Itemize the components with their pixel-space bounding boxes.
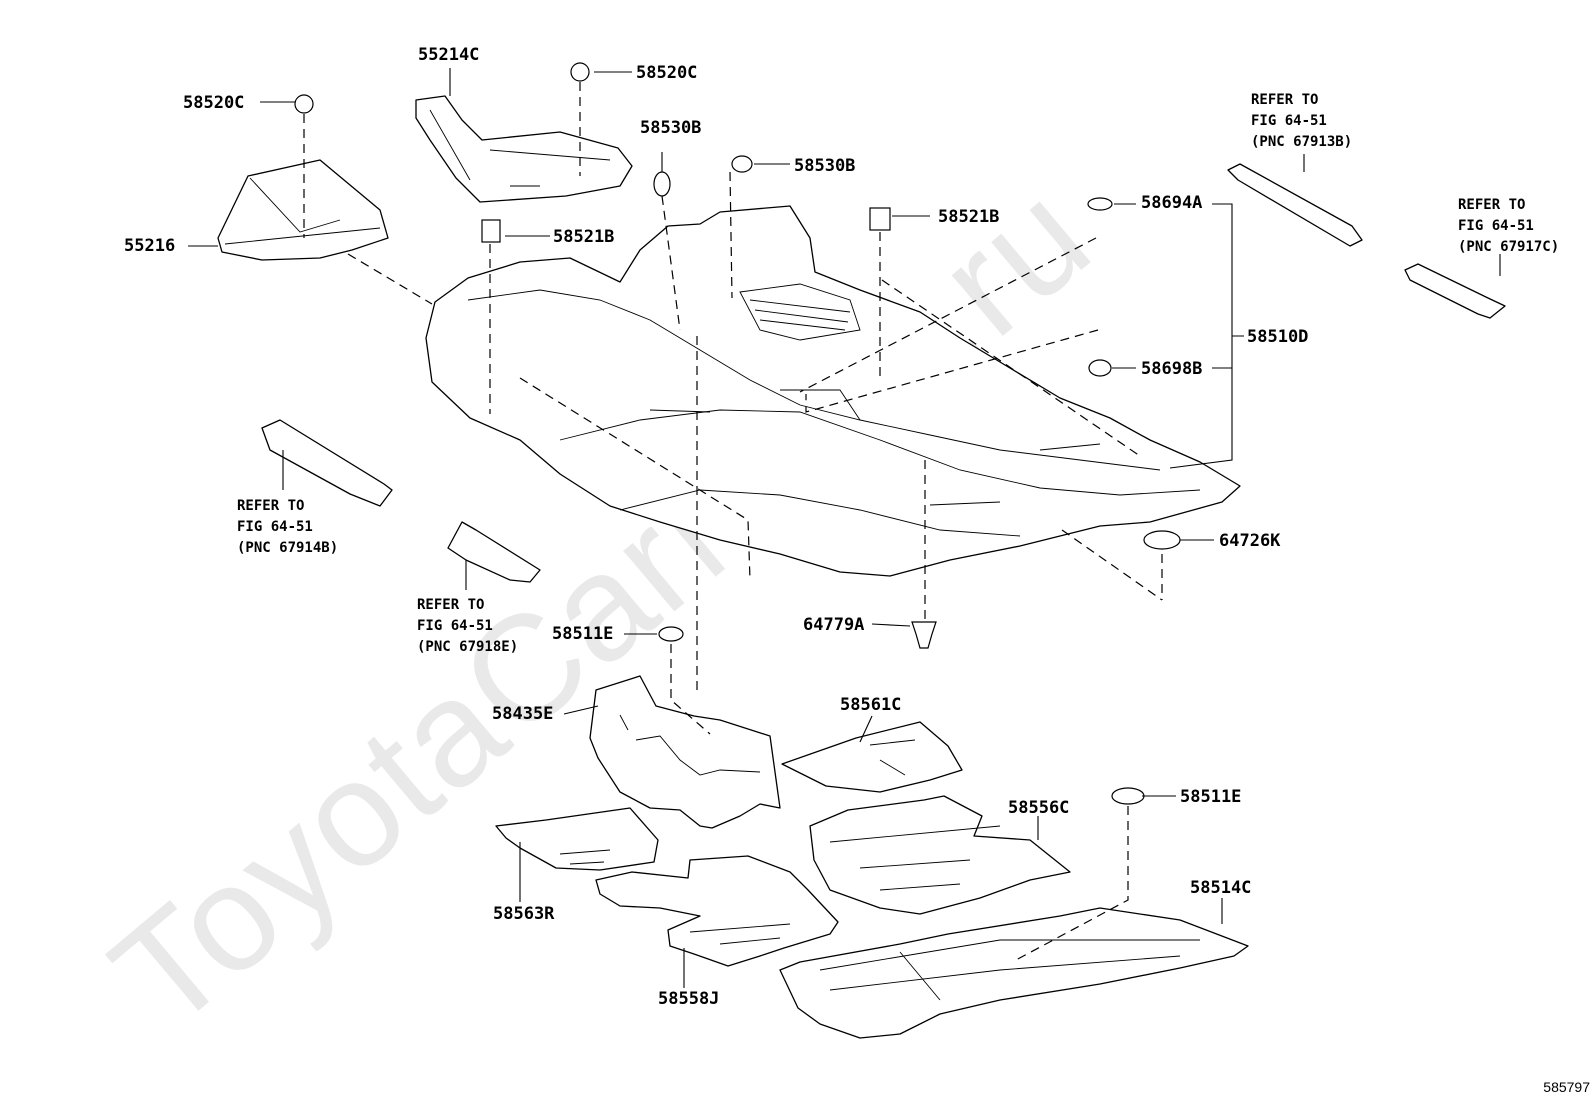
scuff-plate-67914B: [261, 419, 393, 507]
label-58514C: 58514C: [1190, 878, 1252, 898]
floor-mat-58556C: [809, 795, 1071, 915]
clip-58511E-b: [1111, 787, 1145, 805]
refer-note-67913B: REFER TO FIG 64-51 (PNC 67913B): [1251, 92, 1353, 150]
label-58694A: 58694A: [1141, 193, 1203, 213]
label-58520C-left: 58520C: [183, 93, 245, 113]
label-64779A: 64779A: [803, 615, 865, 635]
figure-number: 585797: [1543, 1079, 1590, 1095]
refer-note-67914B: REFER TO FIG 64-51 (PNC 67914B): [237, 498, 339, 556]
label-55214C: 55214C: [418, 45, 480, 65]
insulator-55214C: [415, 95, 633, 203]
clip-58521B-left: [481, 219, 501, 243]
clip-58520C-top: [570, 62, 590, 82]
insulator-55216: [217, 159, 389, 261]
scuff-plate-67918E: [447, 521, 541, 583]
label-58698B: 58698B: [1141, 359, 1203, 379]
floor-mat-58563R: [495, 807, 659, 871]
label-58561C: 58561C: [840, 695, 902, 715]
refer-note-67918E: REFER TO FIG 64-51 (PNC 67918E): [417, 597, 519, 655]
clip-58530B-b: [731, 155, 753, 173]
clip-64779A: [911, 621, 937, 649]
label-58530B-b: 58530B: [794, 156, 856, 176]
clip-58511E-a: [658, 626, 684, 642]
label-58511E-b: 58511E: [1180, 787, 1242, 807]
label-58521B-right: 58521B: [938, 207, 1000, 227]
clip-58698B: [1088, 359, 1112, 377]
floor-mat-58558J: [595, 855, 839, 967]
label-58556C: 58556C: [1008, 798, 1070, 818]
clip-58521B-right: [869, 207, 891, 231]
label-58510D: 58510D: [1247, 327, 1309, 347]
refer-note-67917C: REFER TO FIG 64-51 (PNC 67917C): [1458, 197, 1560, 255]
floor-mat-58514C: [779, 907, 1249, 1039]
clip-58694A: [1087, 197, 1113, 211]
clip-64726K: [1143, 530, 1181, 550]
clip-58530B-a: [653, 171, 671, 197]
label-58520C-top: 58520C: [636, 63, 698, 83]
floor-carpet-58510D: [425, 205, 1241, 577]
insulator-58435E: [589, 675, 781, 829]
label-64726K: 64726K: [1219, 531, 1281, 551]
floor-mat-58561C: [781, 721, 963, 793]
scuff-plate-67917C: [1404, 263, 1506, 319]
label-55216: 55216: [124, 236, 176, 256]
label-58435E: 58435E: [492, 704, 554, 724]
clip-58520C-left: [294, 94, 314, 114]
label-58530B-a: 58530B: [640, 118, 702, 138]
label-58511E-a: 58511E: [552, 624, 614, 644]
label-58563R: 58563R: [493, 904, 555, 924]
label-58521B-left: 58521B: [553, 227, 615, 247]
scuff-plate-67913B: [1227, 163, 1363, 247]
label-58558J: 58558J: [658, 989, 720, 1009]
